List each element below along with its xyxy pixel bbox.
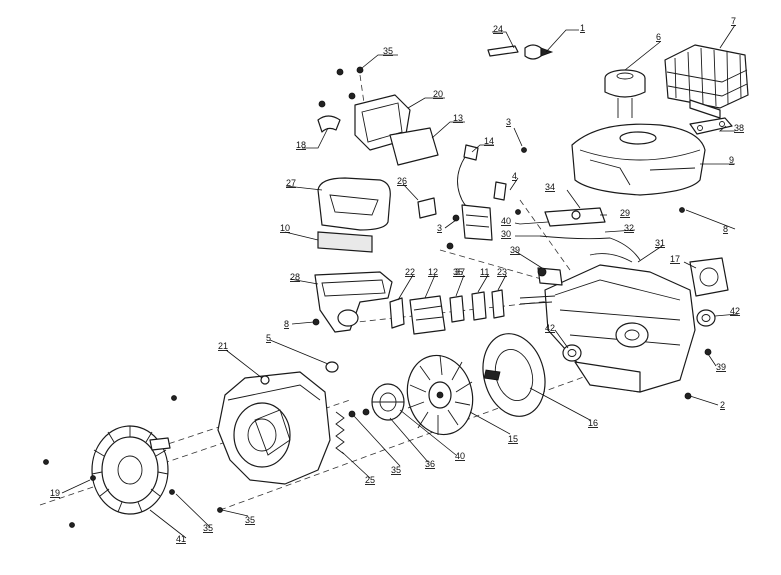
callout-13: 13 [453, 113, 463, 123]
callout-40b: 40 [455, 451, 465, 461]
part-fuel-hose [487, 44, 554, 60]
callout-35a: 35 [383, 46, 393, 56]
callout-8b: 8 [723, 224, 728, 234]
callout-7: 7 [731, 16, 736, 26]
callout-23: 23 [497, 267, 507, 277]
callout-labels: 1 2 3 3 4 5 6 7 8 8 9 10 11 12 13 14 15 … [50, 16, 744, 544]
callout-35d: 35 [245, 515, 255, 525]
callout-3a: 3 [506, 117, 511, 127]
callout-1: 1 [580, 23, 585, 33]
callout-35b: 35 [391, 465, 401, 475]
leader-lines [61, 24, 739, 539]
callout-40a: 40 [501, 216, 511, 226]
callout-18: 18 [296, 140, 306, 150]
callout-25: 25 [365, 475, 375, 485]
callout-6: 6 [656, 32, 661, 42]
callout-34: 34 [545, 182, 555, 192]
callout-38: 38 [734, 123, 744, 133]
callout-5: 5 [266, 333, 271, 343]
part-flywheel-plate [482, 333, 546, 417]
callout-10: 10 [280, 223, 290, 233]
part-fan-housing [217, 371, 331, 485]
callout-37: 37 [455, 267, 465, 277]
callout-42b: 42 [545, 323, 555, 333]
callout-39a: 39 [510, 245, 520, 255]
callout-21: 21 [218, 341, 228, 351]
callout-9: 9 [729, 155, 734, 165]
part-bracket [417, 197, 437, 219]
callout-8a: 8 [284, 319, 289, 329]
part-ignition-lead [457, 144, 507, 216]
part-flywheel [406, 354, 474, 436]
callout-11: 11 [480, 267, 489, 277]
callout-32: 32 [624, 223, 634, 233]
callout-36: 36 [425, 459, 435, 469]
part-valve-cover [354, 94, 439, 166]
part-crankcase-gasket [689, 257, 729, 297]
callout-27: 27 [286, 178, 296, 188]
part-oil-seal-left [562, 344, 582, 362]
part-starter-cup [371, 383, 405, 421]
callout-26: 26 [397, 176, 407, 186]
callout-4: 4 [512, 171, 517, 181]
callout-20: 20 [433, 89, 443, 99]
part-oil-seal-right [696, 309, 716, 327]
part-air-filter-element [317, 231, 373, 253]
part-breather [317, 115, 341, 133]
callout-16: 16 [588, 418, 598, 428]
callout-41: 41 [176, 534, 186, 544]
part-fuel-tank [571, 123, 706, 196]
part-ignition-coil [461, 204, 493, 241]
callout-14: 14 [484, 136, 494, 146]
callout-12: 12 [428, 267, 438, 277]
part-governor-linkage [539, 207, 641, 263]
callout-31: 31 [655, 238, 665, 248]
callout-24: 24 [493, 24, 503, 34]
part-fuel-cap [604, 69, 646, 118]
callout-42a: 42 [730, 306, 740, 316]
part-recoil-starter [91, 425, 171, 515]
part-spring [335, 411, 345, 455]
callout-2: 2 [720, 400, 725, 410]
part-exhaust-gasket [689, 117, 733, 135]
part-washer [325, 361, 339, 373]
hardware-screws [43, 66, 712, 528]
callout-39b: 39 [716, 362, 726, 372]
callout-28: 28 [290, 272, 300, 282]
callout-30: 30 [501, 229, 511, 239]
callout-17: 17 [670, 254, 680, 264]
callout-22: 22 [405, 267, 415, 277]
part-air-filter-cover [317, 177, 391, 231]
callout-19: 19 [50, 488, 60, 498]
callout-29: 29 [620, 208, 630, 218]
callout-35c: 35 [203, 523, 213, 533]
callout-35e: 35 [453, 267, 463, 277]
part-muffler-guard [664, 44, 749, 119]
callout-3b: 3 [437, 223, 442, 233]
part-air-filter-base [314, 271, 393, 333]
part-carburetor-group [389, 289, 505, 335]
callout-15: 15 [508, 434, 518, 444]
